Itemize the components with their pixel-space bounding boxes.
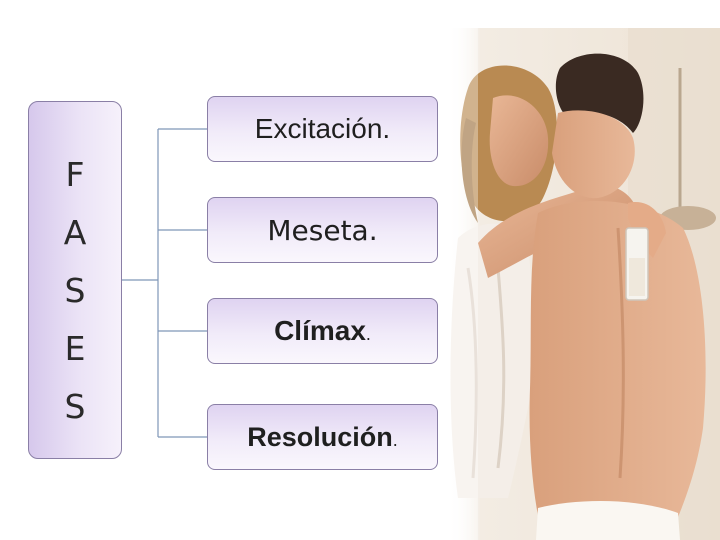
phase-label: Excitación. bbox=[255, 113, 390, 145]
phase-box-climax: Clímax. bbox=[207, 298, 438, 364]
phase-label: Clímax bbox=[274, 315, 366, 347]
phase-box-resolucion: Resolución. bbox=[207, 404, 438, 470]
phase-box-excitacion: Excitación. bbox=[207, 96, 438, 162]
phase-label-period: . bbox=[366, 324, 371, 345]
phase-label-period: . bbox=[393, 430, 398, 451]
phase-label: Meseta. bbox=[267, 214, 377, 247]
phase-label: Resolución bbox=[247, 422, 393, 453]
phase-box-meseta: Meseta. bbox=[207, 197, 438, 263]
